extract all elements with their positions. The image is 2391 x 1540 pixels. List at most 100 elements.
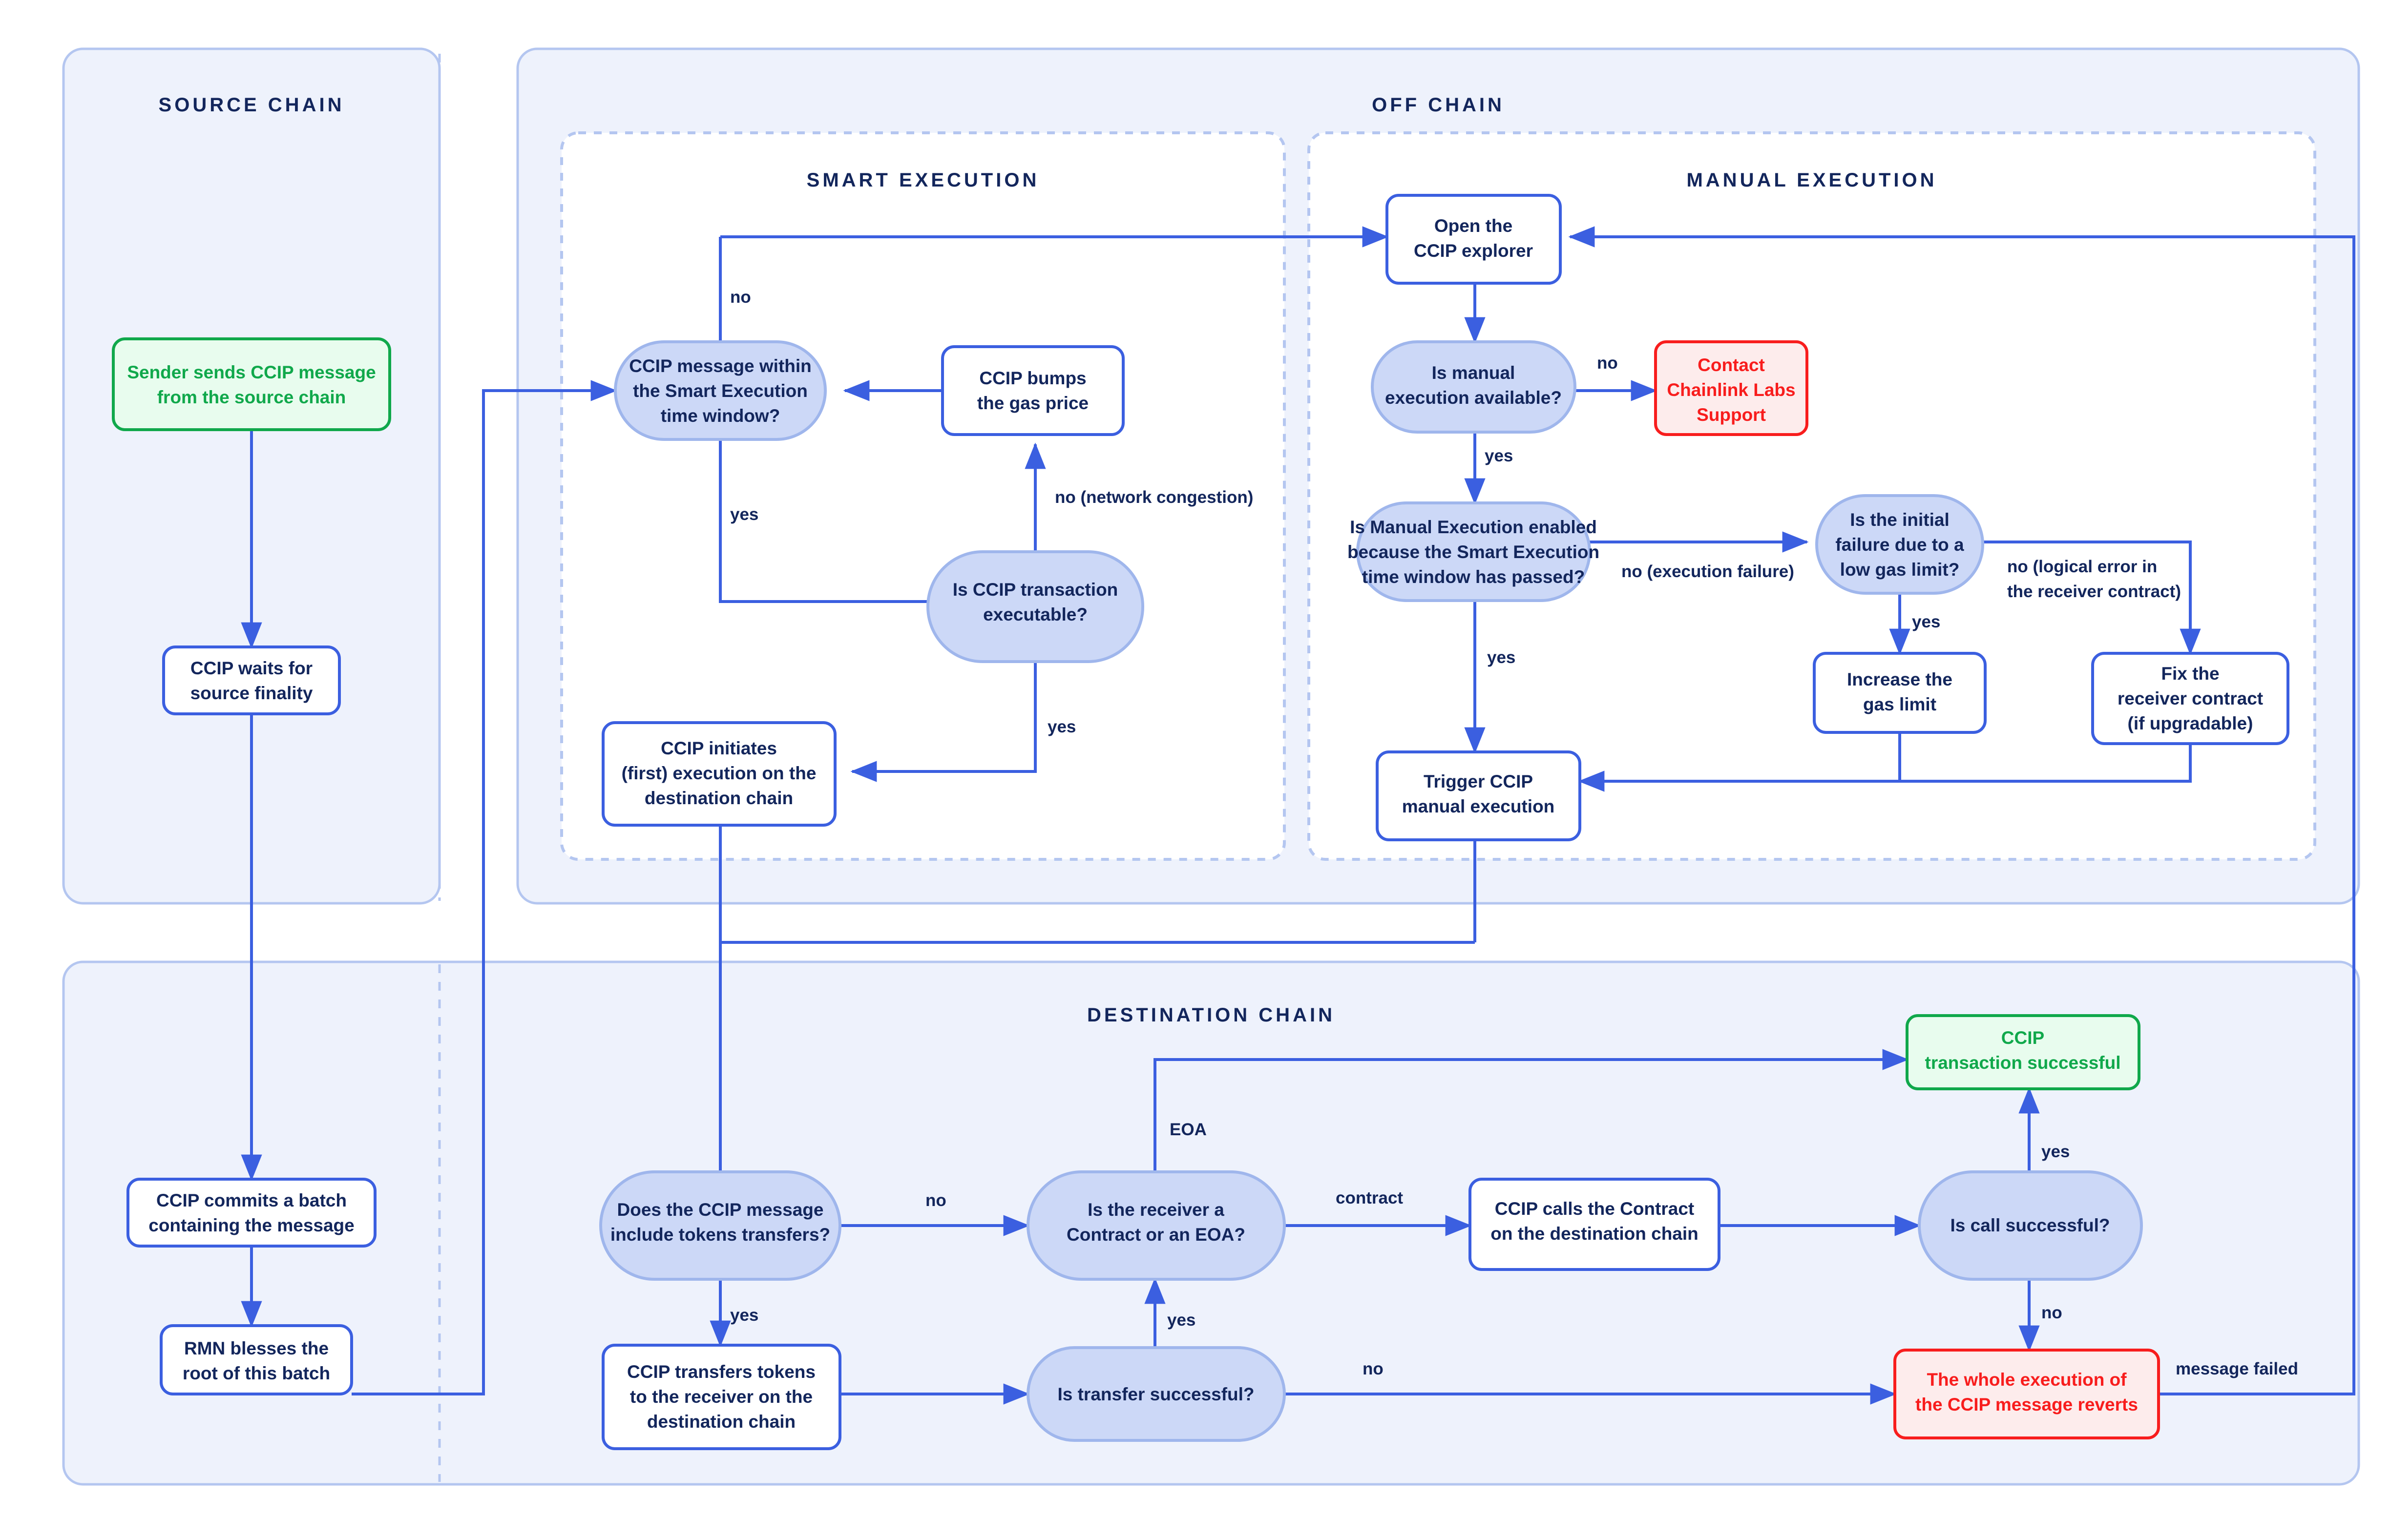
node-label: CCIP bbox=[2001, 1028, 2044, 1048]
node-label: the gas price bbox=[977, 393, 1089, 413]
edge-yes-window-to-executable bbox=[719, 439, 981, 612]
edge-label-yes-transfer: yes bbox=[1167, 1311, 1196, 1330]
node-label: CCIP explorer bbox=[1414, 241, 1533, 261]
edge-label-yes-manual-enabled: yes bbox=[1487, 648, 1515, 667]
node-label: low gas limit? bbox=[1840, 560, 1960, 580]
node-label: destination chain bbox=[645, 788, 793, 808]
node-label: Is Manual Execution enabled bbox=[1350, 517, 1597, 537]
node-label: include tokens transfers? bbox=[610, 1225, 830, 1245]
edge-label-no-manual: no bbox=[1597, 354, 1618, 373]
edge-labels: no yes no (network congestion) yes no ye… bbox=[730, 288, 2298, 1378]
node-label: containing the message bbox=[148, 1215, 355, 1235]
node-label: execution available? bbox=[1385, 388, 1562, 408]
node-contact-support[interactable]: Contact Chainlink Labs Support bbox=[1654, 340, 1808, 436]
node-bumps-gas[interactable]: CCIP bumps the gas price bbox=[941, 345, 1125, 436]
node-label: RMN blesses the bbox=[184, 1338, 329, 1358]
edge-label-no-transfer: no bbox=[1363, 1359, 1384, 1378]
node-label: CCIP message within bbox=[629, 356, 812, 376]
node-label: Is call successful? bbox=[1950, 1215, 2110, 1235]
node-label: Contract or an EOA? bbox=[1067, 1225, 1245, 1245]
edge-rmn-to-window bbox=[352, 380, 617, 1395]
node-label: from the source chain bbox=[157, 387, 346, 407]
node-label: Is the receiver a bbox=[1088, 1200, 1224, 1220]
node-initiates-execution[interactable]: CCIP initiates (first) execution on the … bbox=[602, 721, 837, 827]
node-label: CCIP transfers tokens bbox=[627, 1362, 816, 1382]
node-label: gas limit bbox=[1863, 694, 1936, 714]
edge-label-no-window: no bbox=[730, 288, 751, 307]
node-increase-gas[interactable]: Increase the gas limit bbox=[1813, 652, 1987, 734]
panel-title-manual-execution: MANUAL EXECUTION bbox=[1686, 169, 1937, 191]
node-label: Is CCIP transaction bbox=[953, 580, 1118, 600]
node-label: Sender sends CCIP message bbox=[127, 362, 376, 382]
node-label: executable? bbox=[983, 604, 1088, 624]
node-label: manual execution bbox=[1402, 796, 1555, 816]
node-waits-finality[interactable]: CCIP waits for source finality bbox=[162, 645, 341, 715]
node-calls-contract[interactable]: CCIP calls the Contract on the destinati… bbox=[1468, 1178, 1720, 1271]
edge-label-no-logical-error-2: the receiver contract) bbox=[2007, 582, 2181, 601]
node-label: receiver contract bbox=[2118, 688, 2263, 708]
panel-manual-execution: MANUAL EXECUTION bbox=[1307, 131, 2316, 861]
node-call-successful[interactable]: Is call successful? bbox=[1918, 1170, 2143, 1281]
node-tx-successful[interactable]: CCIP transaction successful bbox=[1906, 1014, 2140, 1090]
edge-label-no-exec-failure: no (execution failure) bbox=[1621, 562, 1794, 581]
node-tx-executable[interactable]: Is CCIP transaction executable? bbox=[926, 550, 1144, 663]
node-label: Open the bbox=[1434, 216, 1512, 236]
node-label: source finality bbox=[190, 683, 313, 703]
node-manual-enabled[interactable]: Is Manual Execution enabled because the … bbox=[1347, 501, 1599, 602]
panel-title-destination-chain: DESTINATION CHAIN bbox=[1087, 1004, 1335, 1026]
edge-label-yes-gas: yes bbox=[1912, 612, 1940, 631]
node-initial-failure-gas[interactable]: Is the initial failure due to a low gas … bbox=[1815, 494, 1984, 595]
edge-label-no-tokens: no bbox=[925, 1191, 946, 1210]
edge-label-yes-call: yes bbox=[2041, 1142, 2070, 1161]
panel-title-source-chain: SOURCE CHAIN bbox=[159, 94, 345, 116]
node-label: Increase the bbox=[1847, 669, 1952, 689]
node-label: Support bbox=[1697, 405, 1766, 425]
node-label: root of this batch bbox=[183, 1363, 330, 1383]
node-label: Is the initial bbox=[1850, 510, 1950, 530]
node-label: transaction successful bbox=[1925, 1053, 2121, 1073]
node-label: the CCIP message reverts bbox=[1915, 1394, 2138, 1415]
node-label: Contact bbox=[1698, 355, 1765, 375]
edge-label-no-logical-error-1: no (logical error in bbox=[2007, 557, 2157, 576]
edge-label-yes-manual: yes bbox=[1485, 446, 1513, 465]
edge-label-eoa: EOA bbox=[1170, 1120, 1207, 1139]
node-label: Is manual bbox=[1432, 363, 1515, 383]
node-include-tokens[interactable]: Does the CCIP message include tokens tra… bbox=[599, 1170, 841, 1281]
node-label: (first) execution on the bbox=[622, 763, 817, 783]
node-label: CCIP initiates bbox=[661, 738, 777, 758]
edge-executable-yes-to-initiates bbox=[850, 662, 1037, 782]
node-msg-within-window[interactable]: CCIP message within the Smart Execution … bbox=[614, 340, 827, 441]
node-label: Trigger CCIP bbox=[1424, 771, 1533, 791]
node-trigger-manual[interactable]: Trigger CCIP manual execution bbox=[1376, 750, 1581, 841]
node-manual-available[interactable]: Is manual execution available? bbox=[1371, 340, 1576, 434]
node-commits-batch[interactable]: CCIP commits a batch containing the mess… bbox=[126, 1178, 377, 1248]
node-receiver-type[interactable]: Is the receiver a Contract or an EOA? bbox=[1027, 1170, 1286, 1281]
edge-label-no-congestion: no (network congestion) bbox=[1055, 488, 1253, 507]
node-rmn-blesses[interactable]: RMN blesses the root of this batch bbox=[160, 1324, 353, 1395]
node-label: (if upgradable) bbox=[2128, 713, 2253, 733]
edge-label-yes-window: yes bbox=[730, 505, 758, 524]
node-label: The whole execution of bbox=[1927, 1370, 2127, 1390]
panel-smart-execution: SMART EXECUTION bbox=[560, 131, 1286, 861]
edge-message-failed-to-explorer bbox=[1568, 226, 2355, 1395]
node-transfers-tokens[interactable]: CCIP transfers tokens to the receiver on… bbox=[602, 1344, 841, 1450]
node-label: because the Smart Execution bbox=[1347, 542, 1599, 562]
node-sender-sends[interactable]: Sender sends CCIP message from the sourc… bbox=[112, 337, 391, 431]
node-label: Does the CCIP message bbox=[617, 1200, 824, 1220]
edge-label-message-failed: message failed bbox=[2176, 1359, 2298, 1378]
panel-title-smart-execution: SMART EXECUTION bbox=[807, 169, 1040, 191]
node-transfer-successful[interactable]: Is transfer successful? bbox=[1027, 1346, 1286, 1442]
node-fix-receiver[interactable]: Fix the receiver contract (if upgradable… bbox=[2091, 652, 2289, 745]
panel-title-off-chain: OFF CHAIN bbox=[1372, 94, 1505, 116]
node-label: Is transfer successful? bbox=[1057, 1384, 1254, 1404]
node-whole-reverts[interactable]: The whole execution of the CCIP message … bbox=[1893, 1349, 2160, 1439]
node-label: to the receiver on the bbox=[630, 1387, 813, 1407]
edge-label-no-call: no bbox=[2041, 1303, 2062, 1322]
node-open-explorer[interactable]: Open the CCIP explorer bbox=[1385, 194, 1562, 285]
node-label: failure due to a bbox=[1835, 535, 1964, 555]
edge-label-yes-executable: yes bbox=[1048, 717, 1076, 736]
node-label: CCIP commits a batch bbox=[156, 1190, 347, 1210]
edge-gas-no-to-fix bbox=[1983, 541, 2201, 655]
